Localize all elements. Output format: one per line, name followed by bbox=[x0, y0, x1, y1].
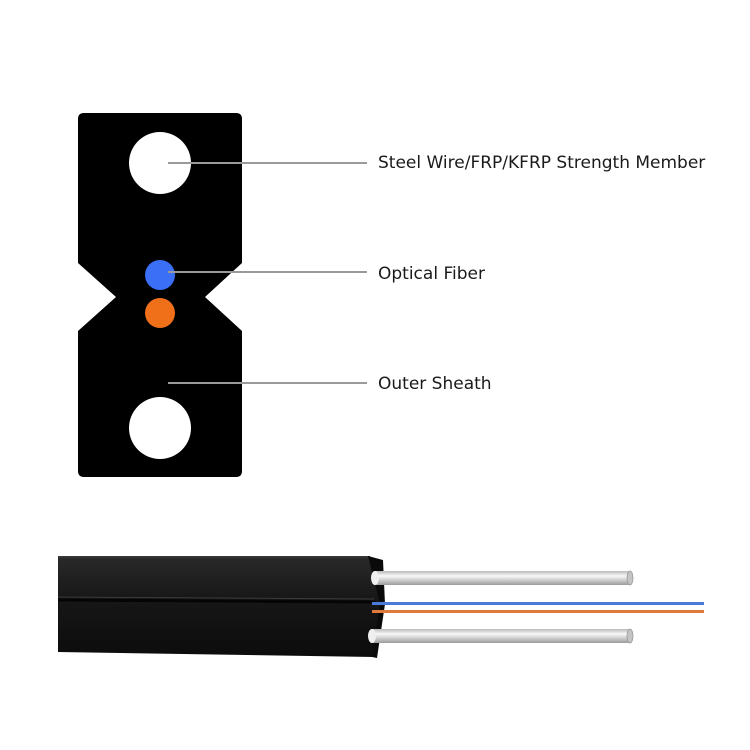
cable-side-view bbox=[57, 556, 704, 658]
label-optical-fiber: Optical Fiber bbox=[378, 264, 485, 284]
optical-fiber-blue bbox=[145, 260, 175, 290]
optical-fiber-orange bbox=[145, 298, 175, 328]
outer-sheath-shape bbox=[78, 113, 242, 477]
label-outer-sheath: Outer Sheath bbox=[378, 374, 492, 394]
label-strength-member: Steel Wire/FRP/KFRP Strength Member bbox=[378, 153, 705, 173]
strength-rod-top bbox=[371, 570, 634, 586]
fiber-strands bbox=[372, 602, 704, 613]
strength-member-top bbox=[129, 132, 191, 194]
cable-body bbox=[58, 556, 382, 657]
cable-groove bbox=[57, 598, 377, 604]
fiber-strand-blue bbox=[372, 602, 704, 605]
cable-groove-highlight bbox=[57, 596, 375, 600]
strength-member-bottom bbox=[129, 397, 191, 459]
strength-rod-bottom bbox=[368, 628, 634, 644]
leader-lines bbox=[168, 162, 367, 384]
cable-cross-section bbox=[78, 113, 242, 477]
fiber-strand-orange bbox=[372, 610, 704, 613]
